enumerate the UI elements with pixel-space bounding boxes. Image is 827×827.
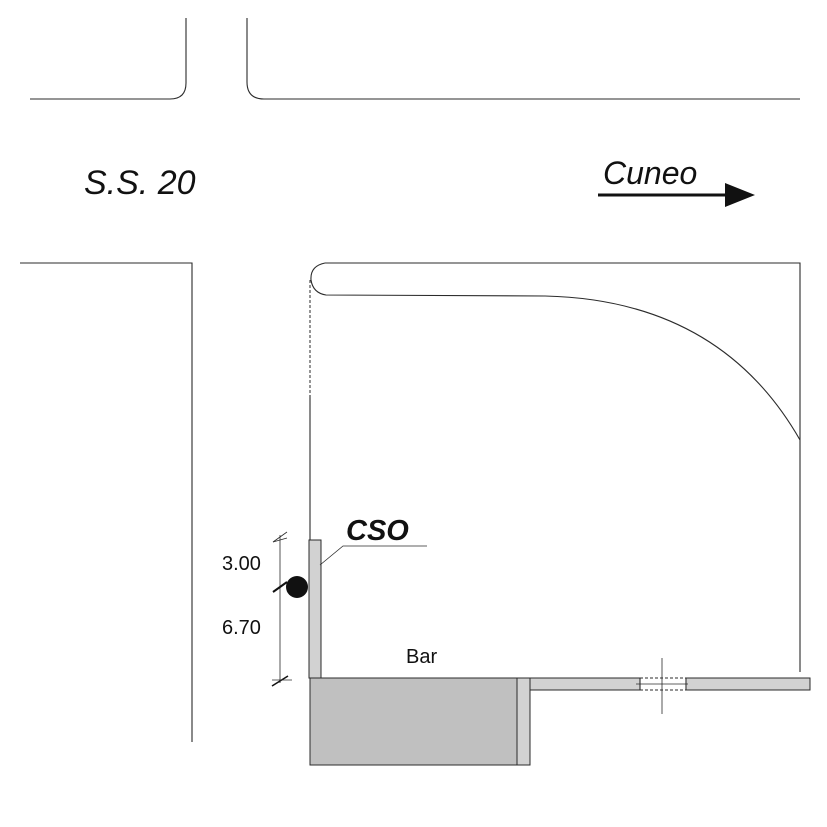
direction-arrow-icon: [598, 183, 755, 207]
building-wall: [516, 677, 531, 766]
road-edge-left: [20, 262, 193, 742]
wall-vertical: [308, 539, 322, 679]
cso-leader-line: [319, 545, 427, 566]
wall-horizontal-left: [529, 677, 641, 691]
parcel-curve: [310, 262, 801, 441]
parcel-boundary: [325, 262, 801, 672]
cso-label: CSO: [346, 515, 409, 547]
road-edge-top-right: [246, 18, 800, 100]
dimension-line: [271, 531, 292, 687]
road-label: S.S. 20: [84, 164, 196, 202]
wall-horizontal-right: [685, 677, 811, 691]
crosshair-icon: [636, 658, 688, 714]
cso-marker-icon: [286, 576, 308, 598]
dimension-upper: 3.00: [222, 553, 261, 575]
direction-label: Cuneo: [603, 155, 697, 191]
building-label: Bar: [406, 646, 437, 668]
building-block: [309, 677, 518, 766]
dimension-lower: 6.70: [222, 617, 261, 639]
road-edge-top-left: [30, 18, 187, 100]
